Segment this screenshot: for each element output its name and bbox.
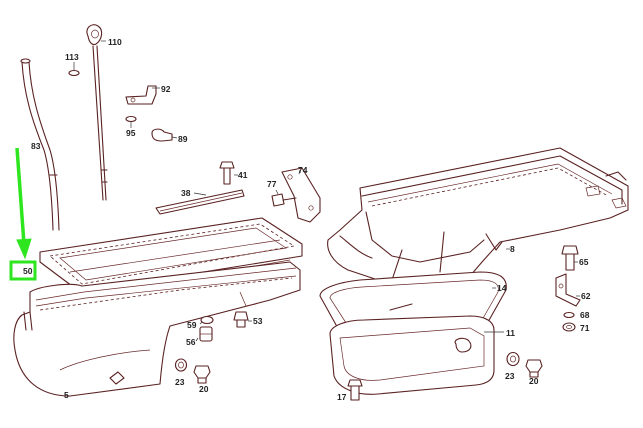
callout-23-right: 23 bbox=[505, 371, 515, 381]
nut-71 bbox=[562, 322, 576, 332]
bracket-92 bbox=[125, 85, 157, 105]
callout-20-left: 20 bbox=[199, 384, 209, 394]
bolt-77 bbox=[271, 193, 297, 207]
bracket-62 bbox=[555, 273, 581, 307]
callout-41: 41 bbox=[238, 170, 248, 180]
callout-83: 83 bbox=[31, 141, 41, 151]
bracket-74 bbox=[281, 167, 321, 223]
dipstick-guide-tube bbox=[20, 58, 60, 231]
drain-plug-20-right bbox=[525, 359, 543, 378]
washer-95 bbox=[125, 115, 137, 123]
highlight-arrowhead bbox=[16, 238, 32, 260]
oil-pan-upper-8 bbox=[327, 147, 629, 285]
callout-77: 77 bbox=[267, 179, 277, 189]
callout-110: 110 bbox=[108, 37, 122, 47]
callout-68: 68 bbox=[580, 310, 590, 320]
callout-65: 65 bbox=[579, 257, 589, 267]
bolt-41 bbox=[219, 161, 235, 185]
callout-17: 17 bbox=[337, 392, 347, 402]
callout-labels: 113 110 92 95 89 83 74 41 77 38 50 8 65 … bbox=[23, 37, 591, 402]
clip-89 bbox=[151, 128, 173, 142]
callout-20-right: 20 bbox=[529, 376, 539, 386]
oil-pan-upper-section-5 bbox=[13, 261, 301, 397]
baffle-strip-38 bbox=[155, 189, 245, 215]
bolt-17 bbox=[347, 379, 363, 401]
seal-ring-113 bbox=[68, 69, 80, 77]
callout-56: 56 bbox=[186, 337, 196, 347]
washer-68 bbox=[563, 311, 575, 319]
callout-62: 62 bbox=[581, 291, 591, 301]
callout-95: 95 bbox=[126, 128, 136, 138]
highlight-box-50 bbox=[9, 260, 37, 281]
callout-92: 92 bbox=[161, 84, 171, 94]
callout-89: 89 bbox=[178, 134, 188, 144]
seal-ring-23-right bbox=[506, 351, 520, 367]
seal-ring-59 bbox=[200, 315, 214, 325]
callout-8: 8 bbox=[510, 244, 515, 254]
callout-71: 71 bbox=[580, 323, 590, 333]
drain-plug-20-left bbox=[193, 365, 211, 384]
seal-ring-23-left bbox=[174, 358, 188, 372]
callout-53: 53 bbox=[253, 316, 263, 326]
highlight-marker bbox=[9, 147, 37, 281]
callout-38: 38 bbox=[181, 188, 191, 198]
callout-59: 59 bbox=[187, 320, 197, 330]
callout-113: 113 bbox=[65, 52, 79, 62]
bolt-65 bbox=[561, 245, 579, 271]
upper-gasket-50 bbox=[39, 217, 303, 293]
callout-5: 5 bbox=[64, 390, 69, 400]
oil-dipstick bbox=[86, 24, 108, 201]
plug-53 bbox=[233, 311, 249, 328]
callout-14: 14 bbox=[497, 283, 507, 293]
leader-lines bbox=[73, 40, 580, 342]
callout-50: 50 bbox=[23, 266, 33, 276]
sleeve-56 bbox=[199, 326, 213, 342]
highlight-arrow bbox=[15, 147, 26, 245]
callout-11: 11 bbox=[506, 328, 515, 338]
callout-74: 74 bbox=[298, 165, 308, 175]
callout-23-left: 23 bbox=[175, 377, 185, 387]
